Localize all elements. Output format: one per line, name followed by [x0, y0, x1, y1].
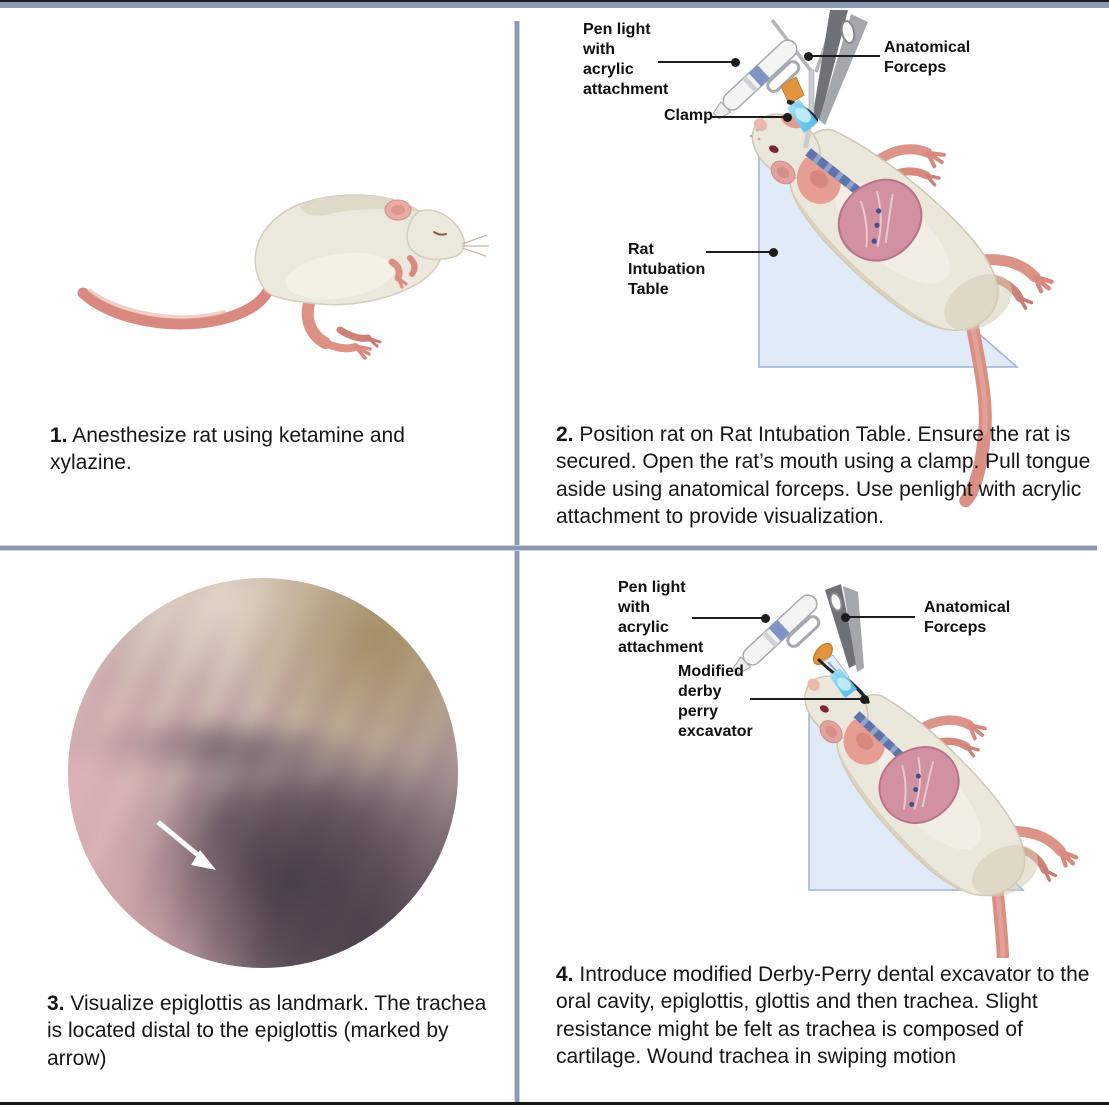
epiglottis-tissue [68, 578, 458, 968]
caption-step-2: 2. Position rat on Rat Intubation Table.… [556, 421, 1108, 530]
caption-1-text: Anesthesize rat using ketamine and xylaz… [50, 424, 405, 475]
rat-whiskers [461, 234, 489, 257]
forceps-blade [819, 14, 868, 125]
penlight-clip [766, 60, 801, 93]
forceps-label: Anatomical Forceps [884, 39, 971, 76]
forceps-leader-line [841, 612, 915, 622]
forceps-label: Anatomical Forceps [924, 599, 1011, 636]
penlight [732, 594, 821, 675]
caption-step-3: 3. Visualize epiglottis as landmark. The… [47, 990, 507, 1072]
rat-head [406, 209, 466, 261]
rat-closed-eye [433, 231, 447, 236]
clamp-leader-line [712, 112, 792, 122]
table-leader-line [706, 247, 778, 257]
epiglottis-photo [68, 578, 458, 968]
horizontal-panel-divider [0, 545, 1097, 551]
penlight-leader-line [658, 57, 740, 67]
rat-intubation-table-illustration [519, 10, 1109, 545]
forceps-blade [843, 586, 864, 672]
caption-4-text: Introduce modified Derby-Perry dental ex… [556, 963, 1090, 1068]
clamp-label: Clamp [664, 107, 713, 124]
excavator-leader-line [750, 694, 869, 704]
epiglottis-arrow-icon [156, 820, 206, 862]
top-border-line [0, 0, 1109, 2]
excavator-procedure-illustration [519, 584, 1109, 958]
penlight-clip [786, 615, 821, 648]
bottom-border-line [0, 1102, 1109, 1105]
rat-tail [77, 285, 274, 330]
penlight-leader-line [692, 613, 770, 623]
forceps-blade [813, 10, 848, 120]
forceps-hole [829, 592, 843, 612]
caption-1-number: 1. [50, 424, 68, 447]
epiglottis-arrowhead [191, 850, 216, 870]
caption-2-number: 2. [556, 423, 574, 446]
caption-3-text: Visualize epiglottis as landmark. The tr… [47, 992, 487, 1070]
penlight-label: Pen light with acrylic attachment [618, 579, 704, 656]
caption-3-number: 3. [47, 992, 65, 1015]
forceps-hole [840, 20, 856, 44]
vertical-panel-divider [514, 21, 520, 1102]
clamp-orange-grip [780, 76, 805, 105]
excavator-label: Modified derby perry excavator [678, 663, 753, 740]
rat-front-paw [388, 258, 403, 282]
caption-step-4: 4. Introduce modified Derby-Perry dental… [556, 961, 1109, 1070]
penlight [712, 39, 801, 120]
epiglottis-arrow-overlay [156, 820, 216, 870]
forceps-leader-line [804, 51, 880, 61]
rat-hind-leg [301, 294, 331, 349]
anesthetized-rat-illustration [77, 194, 489, 360]
caption-2-text: Position rat on Rat Intubation Table. En… [556, 423, 1091, 528]
caption-step-1: 1. Anesthesize rat using ketamine and xy… [50, 422, 480, 477]
rat-intubation-table-label: Rat Intubation Table [628, 241, 706, 298]
top-divider-bar [0, 2, 1109, 8]
caption-4-number: 4. [556, 963, 574, 986]
rat-on-table [704, 616, 1109, 958]
penlight-label: Pen light with acrylic attachment [583, 21, 669, 98]
